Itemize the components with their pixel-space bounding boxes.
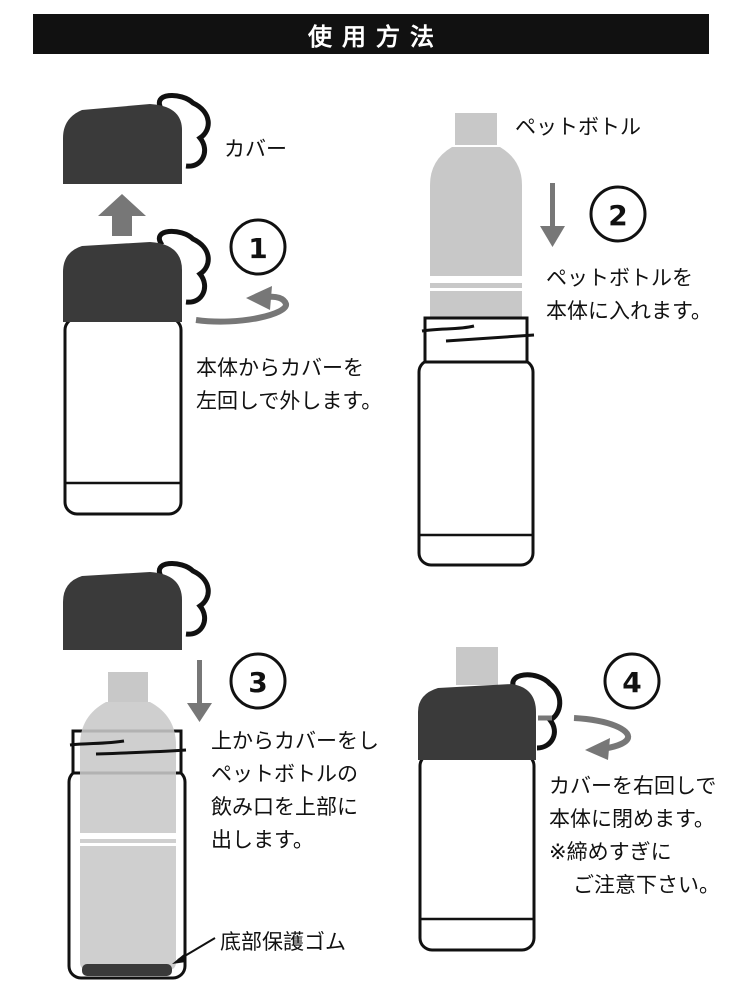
- step1-rotate-left-arrow-icon: [195, 286, 289, 325]
- step4-cover-cap: [418, 684, 536, 760]
- step1-cover-handle-loop: [157, 92, 211, 169]
- step1-bottle: [63, 228, 211, 516]
- step1-cover-cap: [63, 104, 182, 184]
- title-bar: 使用方法: [33, 14, 709, 54]
- step4-bottle-body: [418, 752, 536, 952]
- step2-number: 2: [608, 199, 627, 232]
- step1-bottle-body: [63, 316, 183, 516]
- step1-instruction-line2: 左回しで外します。: [196, 389, 383, 413]
- step2-bottle-body: [417, 316, 535, 567]
- step2-pet-bottle: [430, 113, 522, 318]
- step3-cover: [63, 560, 211, 650]
- step4-instruction-line4: ご注意下さい。: [573, 873, 720, 897]
- step3-instruction-line2: ペットボトルの: [211, 762, 358, 786]
- step2-pet-cap: [455, 113, 497, 145]
- step1-bottle-cap: [63, 242, 182, 322]
- step1-number-badge: 1: [229, 218, 287, 276]
- step3-bottom-rubber: [82, 964, 172, 976]
- step1-cover-label: カバー: [224, 137, 287, 161]
- step4-pet-cap: [456, 647, 498, 685]
- step4-closed-bottle: [418, 647, 563, 952]
- step3-instruction-line1: 上からカバーをし: [211, 729, 379, 753]
- step4-instruction: カバーを右回しで 本体に閉めます。 ※締めすぎに ご注意下さい。: [549, 770, 720, 902]
- step4-instruction-line3: ※締めすぎに: [549, 840, 672, 864]
- step3-cover-cap: [63, 572, 182, 650]
- step2-down-arrow-icon: [540, 183, 565, 247]
- step2-instruction: ペットボトルを 本体に入れます。: [546, 262, 712, 328]
- step1-instruction-line1: 本体からカバーを: [196, 356, 364, 380]
- step2-number-badge: 2: [589, 185, 647, 243]
- step1-instruction: 本体からカバーを 左回しで外します。: [196, 352, 382, 418]
- step2-pet-label: ペットボトル: [515, 115, 641, 139]
- step2-instruction-line1: ペットボトルを: [546, 266, 693, 290]
- step4-instruction-line2: 本体に閉めます。: [549, 807, 715, 831]
- step4-handle-loop: [510, 672, 563, 751]
- step2-instruction-line2: 本体に入れます。: [546, 299, 712, 323]
- step3-number: 3: [248, 666, 267, 699]
- step3-pet-cap: [108, 672, 148, 702]
- step3-number-badge: 3: [229, 652, 287, 710]
- step3-instruction: 上からカバーをし ペットボトルの 飲み口を上部に 出します。: [211, 725, 379, 857]
- step4-number-badge: 4: [603, 652, 661, 710]
- step4-rotate-right-arrow-icon: [573, 715, 632, 760]
- step4-instruction-line1: カバーを右回しで: [549, 774, 717, 798]
- step3-rubber-label: 底部保護ゴム: [220, 930, 346, 954]
- step1-cover-removed: [63, 92, 211, 184]
- step3-assembly: [67, 672, 216, 980]
- page-title: 使用方法: [308, 22, 444, 51]
- step3-down-arrow-icon: [187, 660, 212, 722]
- step1-up-arrow-icon: [98, 194, 146, 236]
- step2-pet-body: [430, 147, 522, 318]
- step3-cover-handle-loop: [157, 560, 211, 637]
- step3-instruction-line3: 飲み口を上部に: [211, 795, 358, 819]
- step3-instruction-line4: 出します。: [211, 828, 314, 852]
- step4-number: 4: [622, 666, 641, 699]
- step1-bottle-handle-loop: [157, 228, 211, 305]
- step1-number: 1: [248, 232, 267, 265]
